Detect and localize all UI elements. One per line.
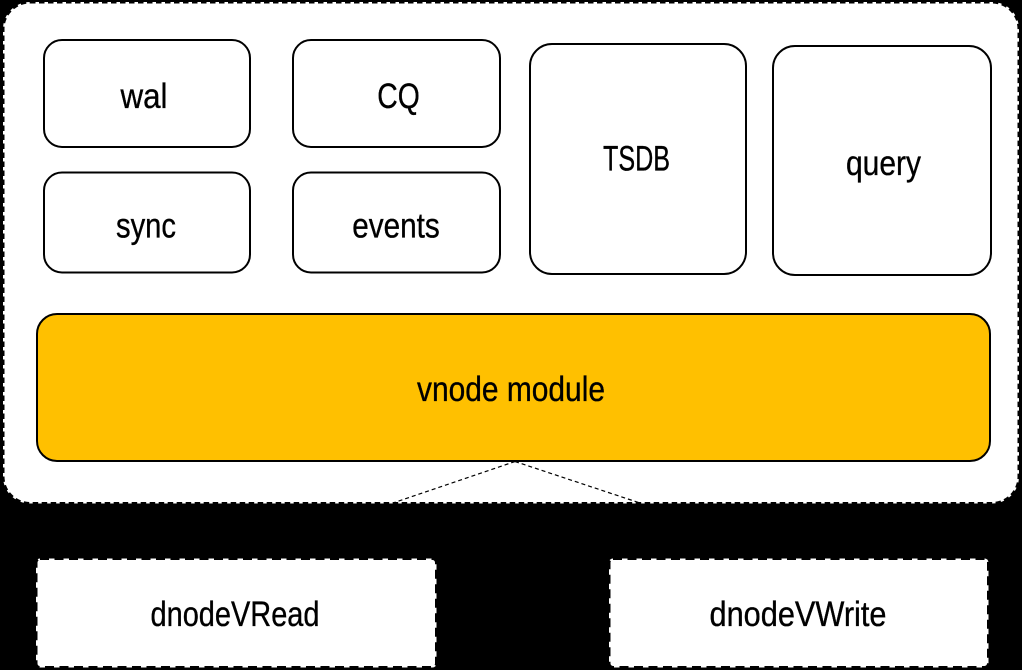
svg-text:dnodeVWrite: dnodeVWrite xyxy=(710,595,887,634)
svg-text:events: events xyxy=(352,207,440,246)
svg-text:TSDB: TSDB xyxy=(603,140,670,179)
svg-text:dnodeVRead: dnodeVRead xyxy=(151,595,320,634)
svg-text:query: query xyxy=(846,144,921,183)
svg-text:wal: wal xyxy=(120,77,168,116)
svg-text:sync: sync xyxy=(116,207,176,246)
svg-text:vnode module: vnode module xyxy=(417,370,605,409)
svg-text:CQ: CQ xyxy=(377,77,420,116)
